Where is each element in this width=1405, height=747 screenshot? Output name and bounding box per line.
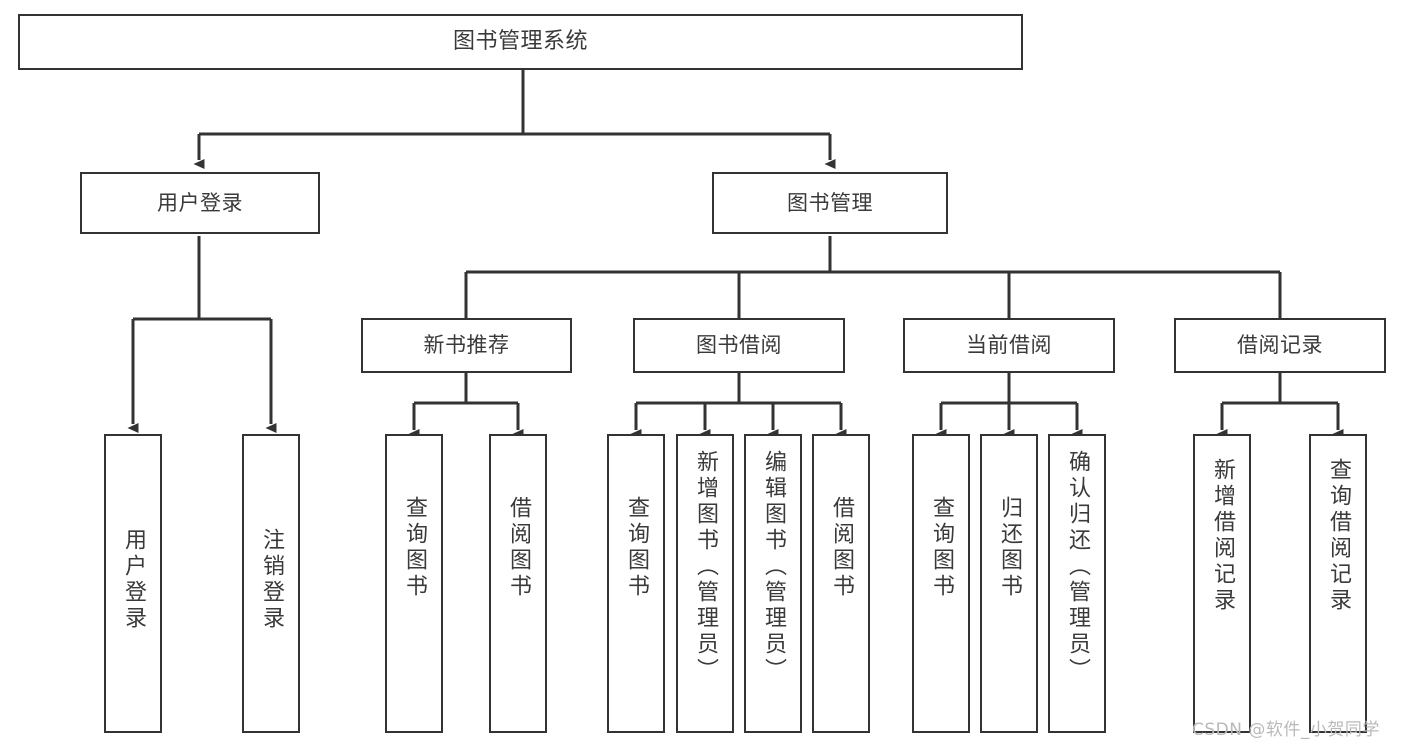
node-book-borrow[interactable]: 图书借阅: [633, 318, 845, 373]
node-label: 查询借阅记录: [1326, 458, 1351, 614]
node-leaf-query-record[interactable]: 查询借阅记录: [1309, 434, 1367, 733]
node-label: 借阅图书: [829, 496, 854, 600]
node-new-book-recommend[interactable]: 新书推荐: [361, 318, 572, 373]
node-label: 查询图书: [624, 496, 649, 600]
node-leaf-logout-login[interactable]: 注销登录: [242, 434, 300, 733]
node-user-login[interactable]: 用户登录: [80, 172, 320, 234]
node-root-system[interactable]: 图书管理系统: [18, 14, 1023, 70]
node-leaf-user-login[interactable]: 用户登录: [104, 434, 162, 733]
node-label: 图书管理: [787, 190, 873, 215]
node-label: 用户登录: [157, 190, 243, 215]
node-leaf-query-book-3[interactable]: 查询图书: [912, 434, 970, 733]
node-leaf-edit-book[interactable]: 编辑图书（管理员）: [744, 434, 802, 733]
node-leaf-borrow-book-1[interactable]: 借阅图书: [489, 434, 547, 733]
node-label: 归还图书: [997, 496, 1022, 600]
node-label: 编辑图书（管理员）: [761, 450, 786, 684]
node-leaf-query-book-2[interactable]: 查询图书: [607, 434, 665, 733]
node-label: 注销登录: [259, 528, 284, 632]
node-label: 当前借阅: [966, 333, 1052, 358]
node-label: 借阅记录: [1237, 333, 1323, 358]
node-label: 新书推荐: [423, 333, 510, 358]
node-label: 新增借阅记录: [1210, 458, 1235, 614]
csdn-watermark: CSDN @软件_小贺同学: [1192, 720, 1380, 740]
node-borrow-record[interactable]: 借阅记录: [1174, 318, 1386, 373]
node-label: 确认归还（管理员）: [1065, 450, 1090, 684]
node-label: 图书借阅: [696, 333, 782, 358]
node-label: 图书管理系统: [452, 29, 588, 55]
node-label: 新增图书（管理员）: [693, 450, 718, 684]
node-label: 查询图书: [929, 496, 954, 600]
node-book-management[interactable]: 图书管理: [712, 172, 948, 234]
node-current-borrow[interactable]: 当前借阅: [903, 318, 1115, 373]
node-label: 借阅图书: [506, 496, 531, 600]
node-leaf-confirm-return[interactable]: 确认归还（管理员）: [1048, 434, 1106, 733]
node-leaf-borrow-book-2[interactable]: 借阅图书: [812, 434, 870, 733]
node-label: 用户登录: [121, 528, 146, 632]
node-leaf-add-record[interactable]: 新增借阅记录: [1193, 434, 1251, 733]
node-label: 查询图书: [402, 496, 427, 600]
node-leaf-query-book-1[interactable]: 查询图书: [385, 434, 443, 733]
node-leaf-add-book[interactable]: 新增图书（管理员）: [676, 434, 734, 733]
node-leaf-return-book[interactable]: 归还图书: [980, 434, 1038, 733]
